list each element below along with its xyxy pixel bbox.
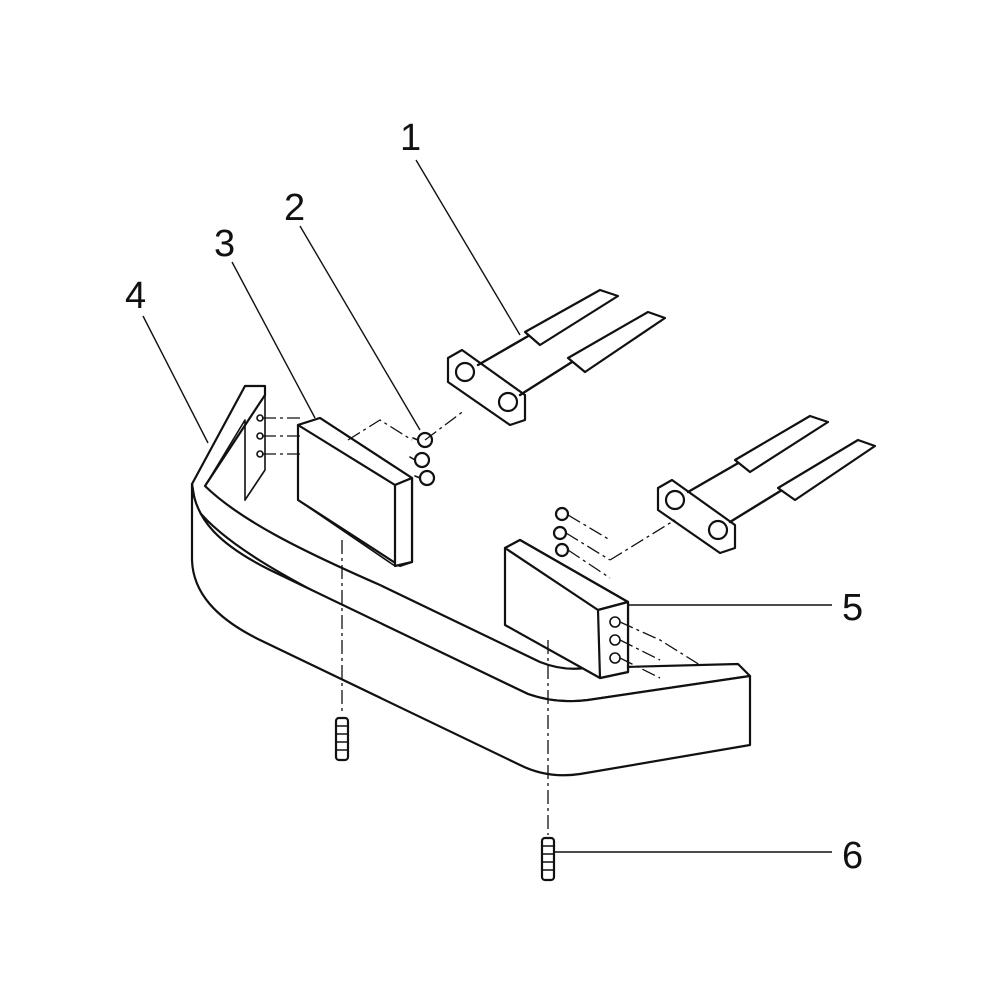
small-screws-left (409, 431, 436, 487)
callout-5: 5 (842, 587, 863, 629)
mounting-block-right (503, 538, 630, 680)
callout-labels: 1 2 3 4 5 6 (125, 117, 863, 877)
wall-anchor-set-lower (656, 414, 877, 555)
callout-1: 1 (400, 117, 421, 159)
wall-anchor-set-upper (446, 288, 667, 427)
callout-6: 6 (842, 835, 863, 877)
small-screws-right (552, 506, 570, 558)
callout-2: 2 (284, 187, 305, 229)
callout-3: 3 (214, 223, 235, 265)
bottom-screw-right (540, 836, 556, 882)
callout-4: 4 (125, 275, 146, 317)
towel-rail (190, 384, 752, 777)
mounting-block-left (296, 416, 414, 568)
leader-lines (142, 159, 832, 853)
bottom-screw-left (334, 716, 350, 762)
assembly-lines (262, 409, 701, 835)
